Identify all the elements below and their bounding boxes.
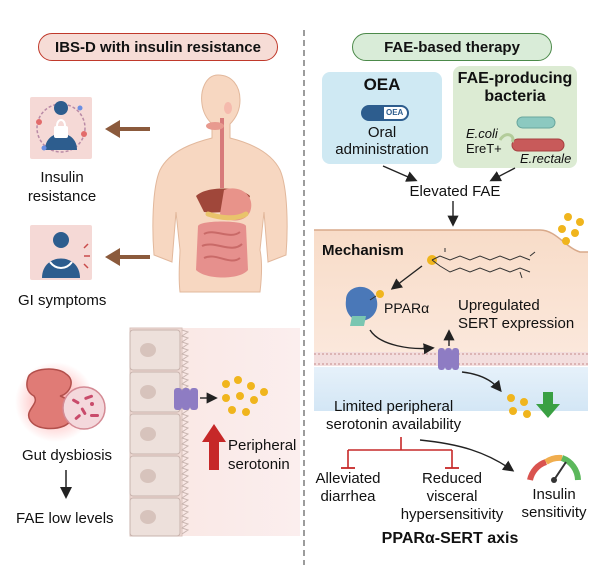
sert-transporter-right bbox=[438, 348, 459, 370]
fae-to-ppara-arrow bbox=[390, 265, 423, 290]
bacteria-icons bbox=[498, 116, 565, 152]
administration-label: administration bbox=[335, 141, 429, 158]
gauge-icon bbox=[527, 454, 581, 483]
insulin-sensitivity-line2: sensitivity bbox=[521, 504, 587, 521]
alleviated-line1: Alleviated bbox=[315, 470, 381, 487]
mechanism-cell bbox=[314, 230, 588, 356]
gut-dysbiosis-icon bbox=[15, 362, 106, 442]
upregulated-line1: Upregulated bbox=[458, 297, 540, 314]
gi-symptoms-icon bbox=[30, 225, 92, 280]
upregulated-line2: SERT expression bbox=[458, 315, 575, 332]
fae-molecule-icon bbox=[427, 248, 536, 279]
peripheral-serotonin-label: Peripheral serotonin bbox=[228, 437, 297, 473]
serotonin-decrease-arrow bbox=[536, 392, 560, 418]
oral-label: Oral bbox=[367, 124, 397, 141]
eret-label: EreT+ bbox=[466, 141, 502, 156]
arrow-to-insulin-resistance bbox=[105, 120, 150, 138]
gi-symptoms-label: GI symptoms bbox=[18, 292, 107, 309]
bacteria-title-line2: bacteria bbox=[484, 88, 546, 105]
serotonin-increase-arrow bbox=[202, 424, 226, 470]
bacteria-title-line1: FAE-producing bbox=[457, 70, 573, 87]
serotonin-dots-right bbox=[507, 394, 531, 418]
mechanism-label: Mechanism bbox=[322, 242, 404, 259]
reduced-line1: Reduced bbox=[421, 470, 483, 487]
reduced-line3: hypersensitivity bbox=[400, 506, 504, 523]
lumen bbox=[314, 367, 588, 411]
right-panel-title: FAE-based therapy bbox=[352, 33, 552, 61]
convergence-arrows bbox=[382, 165, 516, 227]
insulin-resistance-label: Insulin resistance bbox=[27, 169, 97, 205]
erectale-label: E.rectale bbox=[520, 151, 572, 166]
elevated-fae-label: Elevated FAE bbox=[409, 183, 501, 200]
gut-dysbiosis-label: Gut dysbiosis bbox=[22, 447, 113, 464]
sert-to-serotonin-arrow bbox=[461, 371, 502, 393]
fae-low-levels-label: FAE low levels bbox=[16, 510, 114, 527]
ppara-receptor-icon bbox=[345, 286, 384, 326]
limited-line1: Limited peripheral bbox=[334, 398, 454, 415]
limited-line2: serotonin availability bbox=[326, 416, 462, 433]
serotonin-dots-top bbox=[558, 213, 584, 245]
arrow-to-gi-symptoms bbox=[105, 248, 150, 266]
oea-box-title: OEA bbox=[363, 75, 401, 94]
oea-capsule-label: OEA bbox=[386, 108, 404, 117]
ppara-label: PPARα bbox=[384, 300, 430, 316]
insulin-resistance-icon bbox=[30, 97, 92, 159]
left-panel-title: IBS-D with insulin resistance bbox=[38, 33, 278, 61]
oea-capsule-icon bbox=[361, 105, 409, 121]
ppara-to-sert-arrow bbox=[369, 329, 435, 355]
insulin-sensitivity-line1: Insulin bbox=[532, 486, 576, 503]
sert-transporter-left bbox=[174, 388, 198, 410]
ecoli-label: E.coli bbox=[466, 126, 498, 141]
reduced-line2: visceral bbox=[426, 488, 478, 505]
axis-title: PPARα-SERT axis bbox=[381, 530, 519, 547]
serotonin-dots-left bbox=[222, 376, 268, 416]
human-body-illustration bbox=[152, 74, 288, 293]
brown-arrows bbox=[105, 120, 150, 266]
alleviated-line2: diarrhea bbox=[320, 488, 376, 505]
outcome-lines bbox=[341, 437, 515, 472]
